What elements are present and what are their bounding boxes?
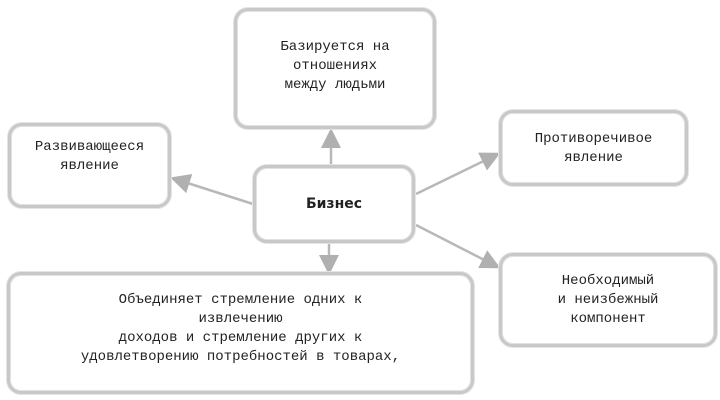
node-contradictory: Противоречивое явление — [499, 110, 688, 186]
node-combines: Объединяет стремление одних к извлечению… — [7, 272, 474, 394]
node-text: Противоречивое — [534, 131, 653, 147]
node-text: отношениях — [292, 58, 377, 74]
arrow-to-right-top — [415, 152, 501, 196]
node-text: Необходимый — [561, 272, 655, 289]
node-text: Развивающееся — [34, 139, 145, 155]
arrow-to-left — [170, 174, 254, 206]
node-text: Объединяет стремление одних к — [118, 292, 363, 308]
arrow-to-right-bottom — [415, 223, 501, 269]
node-text: Базируется на — [280, 39, 390, 55]
node-text: и неизбежный — [557, 291, 659, 308]
node-text: явление — [564, 150, 623, 166]
node-developing: Развивающееся явление — [8, 123, 171, 208]
node-text: между людьми — [284, 77, 386, 93]
node-text: компонент — [570, 310, 646, 327]
node-text: извлечению — [198, 311, 283, 327]
node-text: удовлетворению потребностей в товарах, — [80, 349, 401, 365]
node-text: доходов и стремление других к — [118, 330, 363, 346]
center-label: Бизнес — [305, 195, 363, 212]
node-center-business: Бизнес — [253, 165, 415, 243]
node-relations: Базируется на отношениях между людьми — [234, 8, 436, 129]
node-necessary: Необходимый и неизбежный компонент — [499, 253, 717, 347]
node-text: явление — [60, 158, 119, 174]
